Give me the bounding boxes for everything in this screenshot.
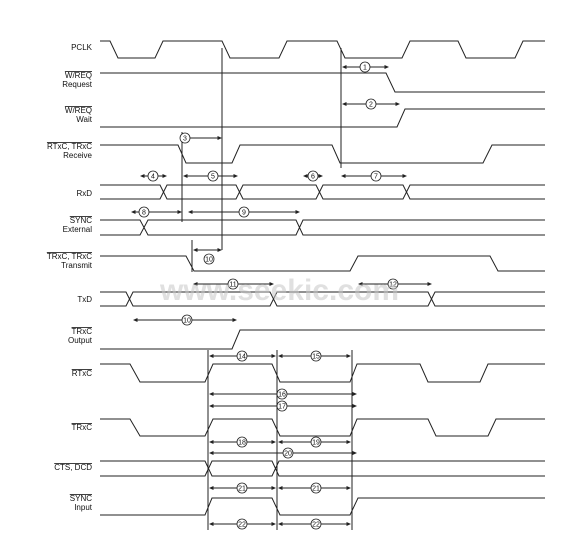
param-bubble-4 bbox=[147, 170, 159, 182]
param-bubble-19 bbox=[310, 436, 322, 448]
label-sync-external: SYNC bbox=[70, 216, 92, 225]
param-label-6: 6 bbox=[311, 174, 315, 181]
label-rtxc-receive: RTxC, TRxC bbox=[47, 142, 92, 151]
param-bubble-8 bbox=[138, 206, 150, 218]
param-bubble-16 bbox=[276, 388, 288, 400]
wave-trxc bbox=[100, 418, 545, 437]
param-bubble-15 bbox=[310, 350, 322, 362]
param-bubble-21 bbox=[236, 482, 248, 494]
param-label-11: 11 bbox=[229, 282, 236, 289]
param-bubble-1 bbox=[359, 61, 371, 73]
wave-sync-top bbox=[100, 219, 545, 236]
param-label-22: 22 bbox=[312, 522, 320, 529]
param-label-4: 4 bbox=[151, 174, 155, 181]
waveforms bbox=[100, 40, 545, 516]
label-wreq-wait-sub: Wait bbox=[76, 115, 92, 124]
reference-lines bbox=[181, 48, 353, 530]
label-txd: TxD bbox=[77, 295, 92, 304]
param-bubble-6 bbox=[307, 170, 319, 182]
param-bubble-5 bbox=[207, 170, 219, 182]
label-cts-dcd: CTS, DCD bbox=[54, 463, 92, 472]
label-sync-input: SYNC bbox=[70, 494, 92, 503]
label-wreq-request-sub: Request bbox=[62, 80, 93, 89]
param-bubble-2 bbox=[365, 98, 377, 110]
wave-trxc-transmit bbox=[100, 255, 545, 272]
param-bubble-17 bbox=[276, 400, 288, 412]
param-label-17: 17 bbox=[278, 404, 286, 411]
label-trxc-output: TRxC bbox=[72, 327, 93, 336]
wave-sync-input bbox=[100, 497, 545, 516]
param-label-5: 5 bbox=[211, 174, 215, 181]
label-rtxc-receive-sub: Receive bbox=[63, 151, 92, 160]
label-trxc: TRxC bbox=[72, 423, 93, 432]
param-bubble-22 bbox=[310, 518, 322, 530]
wave-wreq-wait bbox=[100, 108, 545, 128]
param-label-10: 10 bbox=[205, 257, 213, 264]
param-label-20: 20 bbox=[284, 451, 292, 458]
param-bubble-10 bbox=[181, 314, 193, 326]
param-label-18: 18 bbox=[238, 440, 246, 447]
label-sync-external-sub: External bbox=[63, 225, 93, 234]
wave-sync-bottom bbox=[100, 219, 545, 236]
wave-rxd-bottom bbox=[100, 184, 545, 200]
label-sync-input-sub: Input bbox=[74, 503, 93, 512]
label-wreq-wait: W/REQ bbox=[65, 106, 92, 115]
param-bubble-14 bbox=[236, 350, 248, 362]
param-label-8: 8 bbox=[142, 210, 146, 217]
param-bubble-20 bbox=[282, 447, 294, 459]
param-bubble-3 bbox=[179, 132, 191, 144]
label-rtxc: RTxC bbox=[72, 369, 93, 378]
param-label-3: 3 bbox=[183, 136, 187, 143]
label-pclk: PCLK bbox=[71, 43, 93, 52]
wave-rtxc bbox=[100, 363, 545, 383]
wave-pclk bbox=[100, 40, 545, 59]
label-trxc-output-sub: Output bbox=[68, 336, 93, 345]
wave-trxc-output bbox=[100, 329, 545, 350]
param-bubble-18 bbox=[236, 436, 248, 448]
param-bubble-22 bbox=[236, 518, 248, 530]
param-bubble-7 bbox=[370, 170, 382, 182]
wave-rtxc-receive bbox=[100, 144, 545, 164]
param-label-21: 21 bbox=[238, 486, 246, 493]
param-label-12: 12 bbox=[389, 282, 397, 289]
param-bubble-10 bbox=[203, 253, 215, 265]
wave-cts-top bbox=[100, 460, 545, 477]
param-label-9: 9 bbox=[242, 210, 246, 217]
label-trxc-transmit: TRxC, TRxC bbox=[47, 252, 92, 261]
param-label-22: 22 bbox=[238, 522, 246, 529]
param-bubble-11 bbox=[227, 278, 239, 290]
param-label-7: 7 bbox=[374, 174, 378, 181]
wave-wreq-request bbox=[100, 72, 545, 93]
label-rxd: RxD bbox=[76, 189, 92, 198]
param-label-10: 10 bbox=[183, 318, 191, 325]
wave-cts-bottom bbox=[100, 460, 545, 477]
watermark: www.seekic.com bbox=[159, 274, 399, 307]
param-bubble-12 bbox=[387, 278, 399, 290]
label-wreq-request: W/REQ bbox=[65, 71, 92, 80]
param-label-14: 14 bbox=[238, 354, 246, 361]
param-label-2: 2 bbox=[369, 102, 373, 109]
param-label-21: 21 bbox=[312, 486, 320, 493]
param-bubble-9 bbox=[238, 206, 250, 218]
param-bubble-21 bbox=[310, 482, 322, 494]
param-label-1: 1 bbox=[363, 65, 367, 72]
param-label-16: 16 bbox=[278, 392, 286, 399]
param-label-15: 15 bbox=[312, 354, 320, 361]
wave-txd-bottom bbox=[100, 291, 545, 307]
label-trxc-transmit-sub: Transmit bbox=[61, 261, 93, 270]
param-label-19: 19 bbox=[312, 440, 320, 447]
